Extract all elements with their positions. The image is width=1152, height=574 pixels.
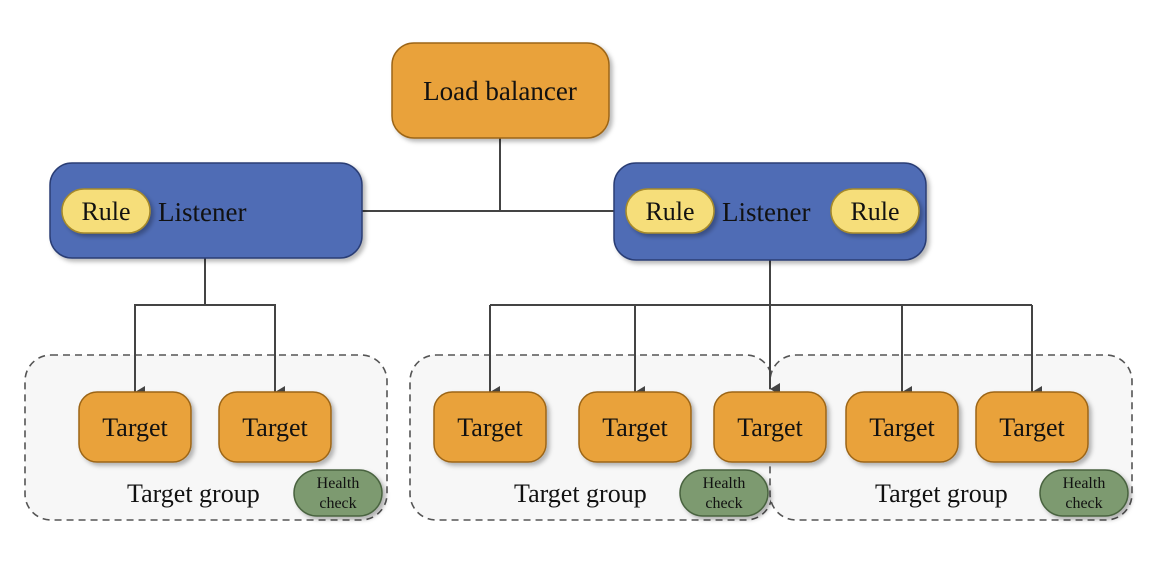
- listener-2-rule-pill-2: [830, 188, 920, 234]
- health-check-label-line-2: check: [319, 495, 356, 512]
- listener-2-node: Rule Listener Rule: [613, 162, 927, 261]
- target-box: [975, 391, 1089, 463]
- target-label: Target: [737, 413, 803, 442]
- target-label: Target: [242, 413, 308, 442]
- listener-1-rule-pill: [61, 188, 151, 234]
- target-label: Target: [999, 413, 1065, 442]
- listener-1-rule-label: Rule: [81, 197, 130, 226]
- health-check-pill: [1039, 469, 1129, 517]
- target-label: Target: [457, 413, 523, 442]
- health-check-label-line-2: check: [1065, 495, 1102, 512]
- target-box: [845, 391, 959, 463]
- target-group-2: Target Target Target group Health check: [433, 391, 769, 517]
- target-label: Target: [869, 413, 935, 442]
- listener-1-branch-b: [205, 304, 285, 398]
- listener-2-label: Listener: [722, 197, 810, 227]
- health-check-label-line-1: Health: [1063, 475, 1106, 492]
- target-group-label: Target group: [875, 479, 1008, 508]
- target-box: [713, 391, 827, 463]
- target-group-1: Target Target Target group Health check: [78, 391, 383, 517]
- target-box: [433, 391, 547, 463]
- load-balancer-node: Load balancer: [391, 42, 610, 139]
- health-check-label-line-1: Health: [703, 475, 746, 492]
- target-box: [78, 391, 192, 463]
- health-check-pill: [679, 469, 769, 517]
- target-box: [218, 391, 332, 463]
- listener-1-node: Rule Listener: [49, 162, 363, 259]
- listener-2-rule-2-label: Rule: [850, 197, 899, 226]
- listener-2-rule-pill-1: [625, 188, 715, 234]
- target-label: Target: [602, 413, 668, 442]
- target-group-label: Target group: [127, 479, 260, 508]
- target-box: [578, 391, 692, 463]
- load-balancer-label: Load balancer: [423, 76, 577, 106]
- target-group-label: Target group: [514, 479, 647, 508]
- listener-1-label: Listener: [158, 197, 246, 227]
- target-label: Target: [102, 413, 168, 442]
- health-check-pill: [293, 469, 383, 517]
- listener-2-rule-1-label: Rule: [645, 197, 694, 226]
- connectors: [134, 138, 1042, 398]
- listener-1-branch: [134, 258, 206, 398]
- shared-target: Target: [713, 391, 827, 463]
- target-group-3: Target Target Target group Health check: [845, 391, 1129, 517]
- health-check-label-line-1: Health: [317, 475, 360, 492]
- health-check-label-line-2: check: [705, 495, 742, 512]
